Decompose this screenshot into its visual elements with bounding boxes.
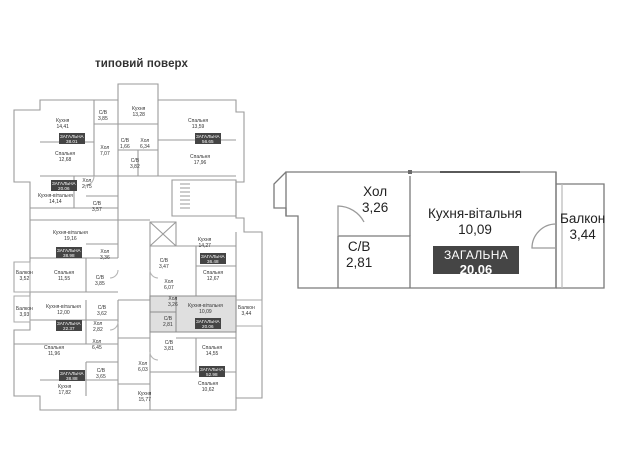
unit-total-badge: ЗАГАЛЬНА 20.06 — [433, 246, 519, 277]
floor-title: типовий поверх — [95, 58, 189, 70]
unit-plan-outline — [273, 171, 605, 289]
unit-total-label: ЗАГАЛЬНА — [443, 248, 509, 262]
unit-total-value: 20.06 — [459, 262, 493, 277]
